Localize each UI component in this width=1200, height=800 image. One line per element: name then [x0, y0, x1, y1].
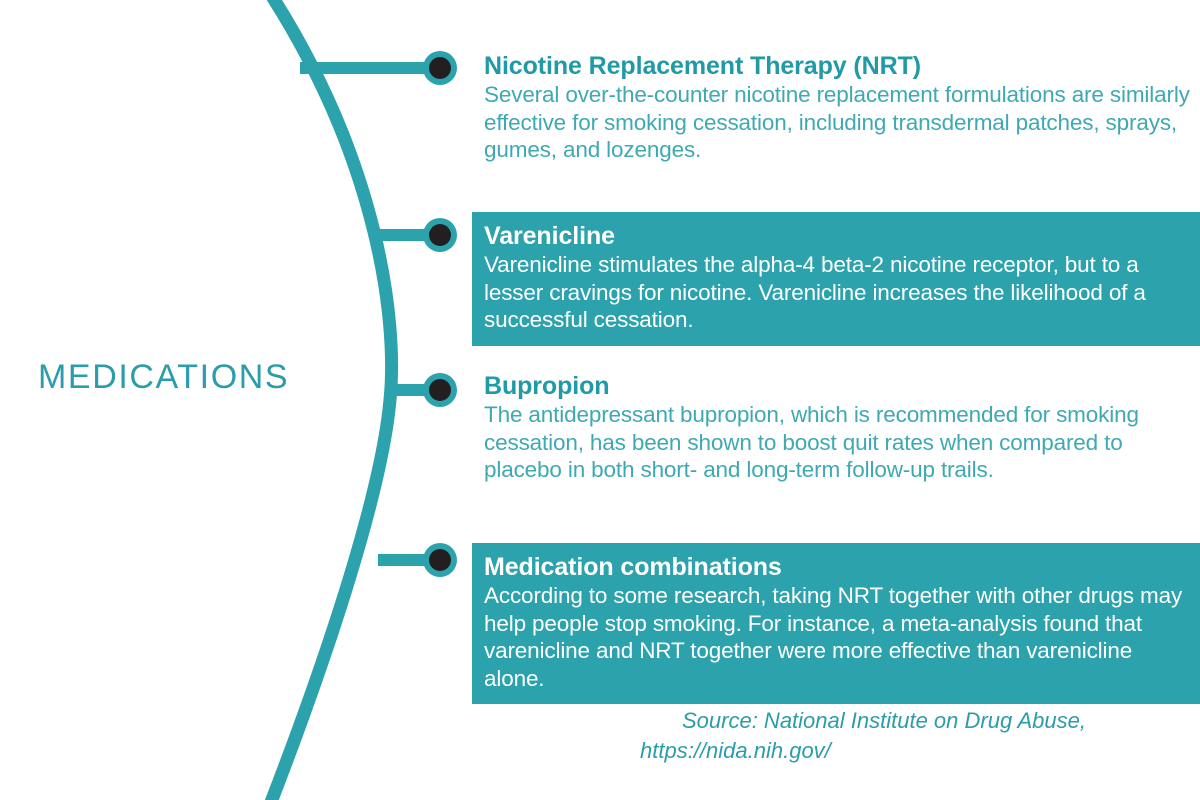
bullet-dot-4	[423, 543, 457, 577]
source-line-1: Source: National Institute on Drug Abuse…	[682, 708, 1086, 733]
bullet-dot-2	[423, 218, 457, 252]
block-heading: Nicotine Replacement Therapy (NRT)	[484, 52, 921, 80]
content-block-varenicline: Varenicline Varenicline stimulates the a…	[472, 212, 1200, 346]
source-url[interactable]: https://nida.nih.gov/	[640, 738, 831, 763]
block-heading: Bupropion	[484, 372, 610, 400]
block-heading: Varenicline	[484, 222, 615, 250]
source-attribution: Source: National Institute on Drug Abuse…	[640, 706, 1185, 766]
content-block-medication-combinations: Medication combinations According to som…	[472, 543, 1200, 704]
curved-spine	[264, 0, 399, 800]
content-block-nrt: Nicotine Replacement Therapy (NRT) Sever…	[472, 52, 1200, 164]
bullet-dot-1	[423, 51, 457, 85]
block-heading: Medication combinations	[484, 553, 782, 581]
block-body: The antidepressant bupropion, which is r…	[484, 402, 1139, 482]
block-body: Several over-the-counter nicotine replac…	[484, 82, 1190, 162]
bullet-dot-3	[423, 373, 457, 407]
block-body: Varenicline stimulates the alpha-4 beta-…	[484, 252, 1146, 332]
content-block-bupropion: Bupropion The antidepressant bupropion, …	[472, 372, 1200, 484]
block-body: According to some research, taking NRT t…	[484, 583, 1183, 691]
section-title: MEDICATIONS	[38, 358, 290, 396]
